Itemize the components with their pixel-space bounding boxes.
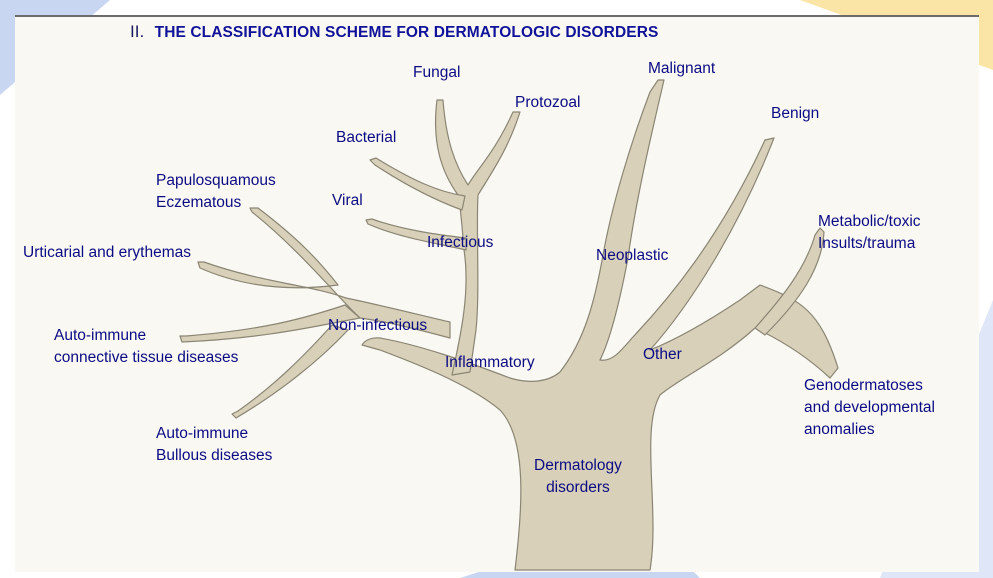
page-title: THE CLASSIFICATION SCHEME FOR DERMATOLOG… (154, 24, 659, 41)
label-malignant: Malignant (648, 60, 716, 77)
viral-branch-shape (365, 218, 467, 251)
label-root: Dermatology disorders (534, 457, 622, 496)
diagram-panel (15, 15, 979, 572)
label-infectious: Infectious (427, 234, 494, 251)
label-urticarial: Urticarial and erythemas (23, 244, 191, 261)
label-fungal: Fungal (413, 64, 461, 81)
slide-header: II. THE CLASSIFICATION SCHEME FOR DERMAT… (130, 22, 658, 42)
label-viral: Viral (332, 192, 363, 209)
trunk-shape (361, 79, 839, 571)
autoimmune-bullous-branch-shape (231, 324, 349, 419)
label-bacterial: Bacterial (336, 129, 397, 146)
label-autoimmune-bullous: Auto-immune Bullous diseases (156, 425, 273, 464)
label-genodermatoses: Genodermatoses and developmental anomali… (804, 377, 935, 438)
label-neoplastic: Neoplastic (596, 247, 669, 264)
label-metabolic: Metabolic/toxic Insults/trauma (818, 213, 921, 252)
label-papulosquamous: Papulosquamous Eczematous (156, 172, 276, 211)
label-inflammatory: Inflammatory (445, 354, 535, 371)
non-infectious-branch-shape (197, 207, 451, 339)
label-autoimmune-connective: Auto-immune connective tissue diseases (54, 327, 239, 366)
bacterial-branch-shape (369, 157, 466, 211)
metabolic-branch-shape (754, 227, 825, 336)
label-other: Other (643, 346, 682, 363)
label-benign: Benign (771, 105, 820, 122)
section-number: II. (130, 22, 145, 41)
label-protozoal: Protozoal (515, 94, 581, 111)
label-non-infectious: Non-infectious (328, 317, 428, 334)
autoimmune-connective-branch-shape (179, 304, 361, 343)
